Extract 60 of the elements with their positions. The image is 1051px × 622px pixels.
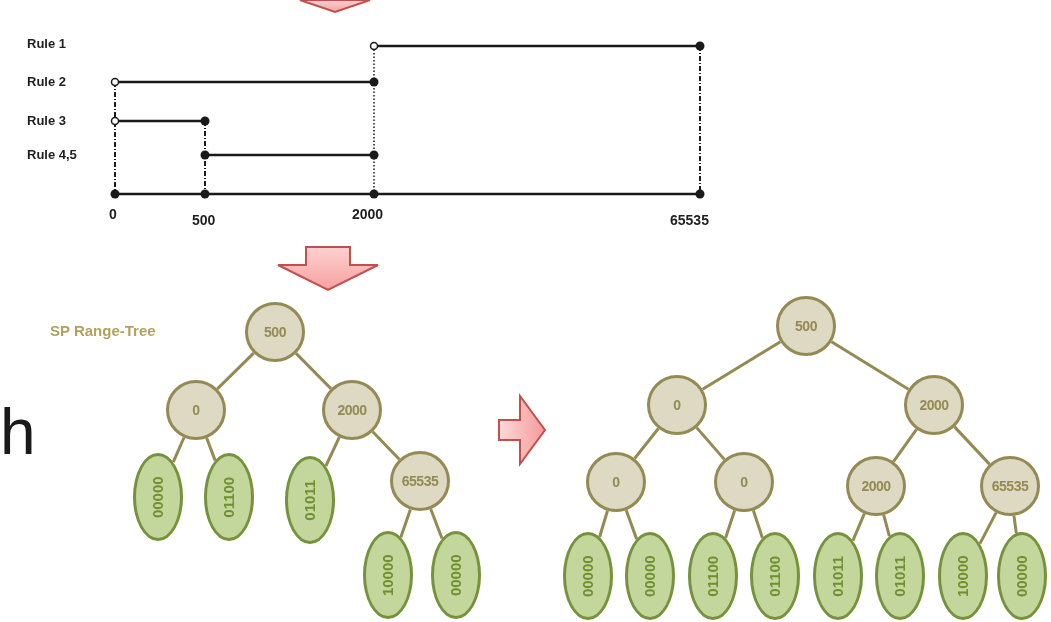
node-value: 01011 [889, 555, 909, 597]
tree-edge [1012, 515, 1018, 534]
node-value: 65535 [991, 476, 1029, 496]
node-value: 00000 [445, 554, 465, 596]
leaf-node-ellipse [938, 532, 988, 620]
node-value: 01100 [702, 555, 722, 597]
tree-edge [695, 426, 726, 461]
leaf-node-ellipse [431, 531, 481, 619]
node-value: 65535 [401, 471, 439, 491]
partial-text: h [0, 400, 36, 464]
tree-edge [295, 352, 332, 390]
tree-edge [371, 430, 401, 461]
axis-tick-label: 2000 [352, 205, 384, 224]
node-value: 2000 [861, 476, 891, 496]
leaf-node-ellipse [750, 532, 800, 620]
node-value: 01011 [299, 479, 319, 521]
node-value: 10000 [952, 555, 972, 597]
tree-edge [724, 510, 737, 539]
tree-edge [216, 352, 255, 390]
leaf-node-ellipse [133, 453, 183, 541]
leaf-node-ellipse [813, 532, 863, 620]
tree-edge [882, 514, 891, 537]
node-value: 2000 [337, 400, 367, 420]
rule-label: Rule 3 [27, 112, 66, 130]
node-value: 00000 [147, 476, 167, 518]
leaf-node-ellipse [563, 532, 613, 620]
node-value: 00000 [1011, 555, 1031, 597]
axis-tick-label: 65535 [670, 211, 709, 230]
leaf-node-ellipse [625, 532, 675, 620]
leaf-node-ellipse [285, 456, 335, 544]
leaf-node-ellipse [204, 453, 254, 541]
tree-title: SP Range-Tree [50, 321, 156, 341]
axis-tick-label: 0 [109, 205, 117, 224]
node-value: 0 [740, 472, 748, 492]
rule-label: Rule 4,5 [27, 146, 77, 164]
rule-label: Rule 2 [27, 73, 66, 91]
node-value: 01011 [827, 555, 847, 597]
leaf-node-ellipse [875, 532, 925, 620]
rule-label: Rule 1 [27, 35, 66, 53]
node-value: 2000 [919, 395, 949, 415]
tree-edge [598, 510, 609, 538]
tree-edge [701, 340, 782, 391]
node-value: 10000 [377, 554, 397, 596]
tree-edge [633, 427, 660, 460]
node-value: 0 [192, 400, 200, 420]
node-value: 500 [264, 322, 286, 342]
node-value: 0 [673, 395, 681, 415]
node-value: 00000 [577, 555, 597, 597]
tree-edge [892, 428, 918, 463]
leaf-node-ellipse [688, 532, 738, 620]
node-value: 0 [612, 472, 620, 492]
tree-edge [953, 425, 991, 466]
leaf-node-ellipse [363, 531, 413, 619]
node-value: 01100 [764, 555, 784, 597]
tree-edge [830, 340, 910, 391]
axis-tick-label: 500 [192, 211, 216, 230]
node-value: 500 [795, 316, 817, 336]
node-value: 01100 [218, 476, 238, 518]
tree-edge [751, 510, 764, 539]
node-value: 00000 [639, 555, 659, 597]
